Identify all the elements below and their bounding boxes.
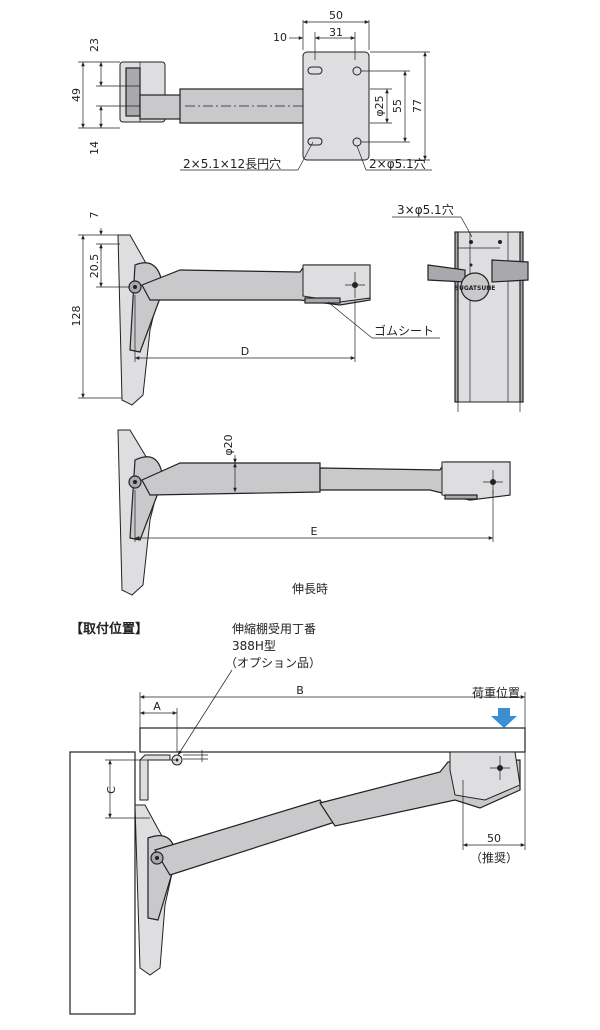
dim-50-top: 50	[329, 9, 343, 22]
mount-outer-tube	[154, 799, 336, 876]
bracket-plate	[302, 51, 370, 161]
caption-extended: 伸長時	[292, 582, 328, 596]
dim-50-note: （推奨）	[470, 851, 518, 865]
dim-D: D	[241, 345, 249, 358]
ext-bracket-end	[441, 461, 511, 501]
label-holes-3: 3×φ5.1穴	[397, 202, 454, 217]
mounting-view: 【取付位置】 伸縮棚受用丁番 388H型 （オプション品） 荷重位置	[69, 621, 526, 1015]
side-bracket-end	[302, 264, 371, 303]
dim-10: 10	[273, 31, 287, 44]
dim-C: C	[105, 786, 118, 794]
ext-outer-tube	[141, 462, 321, 496]
dim-77: 77	[411, 99, 424, 113]
shelf-hinge	[139, 754, 171, 801]
hinge-label-3: （オプション品）	[225, 656, 321, 670]
cabinet-panel	[69, 751, 136, 1015]
slot-hole-top	[307, 66, 323, 75]
dim-phi25: φ25	[373, 95, 386, 116]
dim-7: 7	[88, 212, 101, 219]
mounting-title: 【取付位置】	[70, 621, 148, 637]
dim-20-5: 20.5	[88, 254, 101, 279]
slot-hole-bottom	[307, 137, 323, 146]
extended-view: φ20 E 伸長時	[117, 429, 511, 596]
side-view: 128 7 20.5 D ゴムシート	[70, 212, 440, 406]
dim-A: A	[153, 700, 161, 713]
logo-badge	[460, 272, 490, 302]
hinge-label-1: 伸縮棚受用丁番	[232, 621, 316, 636]
dim-14: 14	[88, 141, 101, 155]
dim-23: 23	[88, 38, 101, 52]
mount-bracket-end	[449, 751, 521, 801]
dim-E: E	[311, 525, 318, 538]
end-plate	[457, 231, 521, 403]
dim-50-recommended: 50	[487, 832, 501, 845]
label-slot-holes: 2×5.1×12長円穴	[183, 156, 281, 171]
label-rubber-sheet: ゴムシート	[374, 323, 434, 338]
hinge-label-2: 388H型	[232, 639, 276, 653]
logo-text: SUGATSUNE	[455, 285, 496, 292]
dim-B: B	[296, 684, 304, 697]
hinge-knuckle	[125, 67, 141, 117]
load-position-label: 荷重位置	[472, 685, 520, 700]
shelf-board	[139, 727, 526, 753]
dim-31: 31	[329, 26, 343, 39]
inner-tube	[139, 94, 186, 120]
top-view: 50 10 31 φ25 55 77 49 23 14 2×5.1×12長円穴	[70, 9, 432, 171]
dim-55: 55	[391, 99, 404, 113]
label-round-holes: 2×φ5.1穴	[369, 156, 426, 171]
dim-49: 49	[70, 88, 83, 102]
load-arrow-icon	[491, 708, 517, 728]
dim-phi20: φ20	[222, 434, 235, 455]
end-view: SUGATSUNE 3×φ5.1穴	[392, 202, 529, 412]
dim-128: 128	[70, 306, 83, 327]
